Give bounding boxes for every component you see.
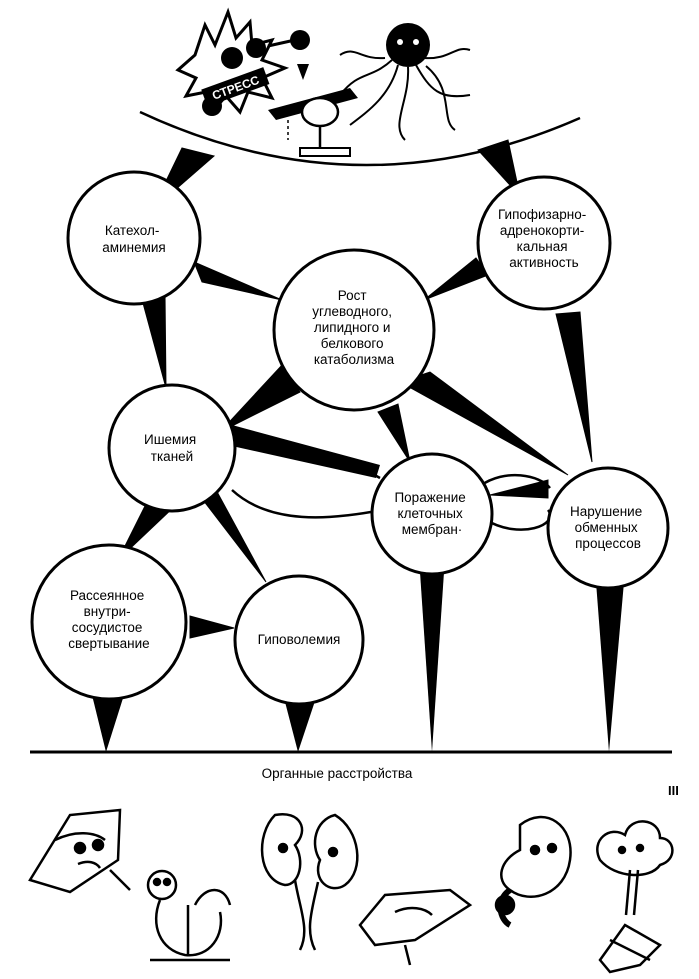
node-line: Нарушение [570,504,642,519]
node-line: Ишемия [144,432,196,447]
baseline-wedges [92,572,624,752]
svg-text:Рассеянное внутри-: Рассеянное внутри- сосудистое свертывани… [68,588,149,651]
node-catecholaminemia: Катехол- аминемия [66,170,202,306]
node-line: Катехол- [105,223,160,238]
stomach-icon [494,815,572,928]
node-line: свертывание [68,636,149,651]
node-membranes: Поражение клеточных мембран· [370,452,494,576]
stress-illustration: СТРЕСС [175,7,471,157]
node-metabolism: Нарушение обменных процессов [546,466,670,590]
node-line: обменных [575,520,638,535]
node-line: аминемия [102,240,165,255]
node-line: адренокорти- [500,223,584,238]
octopus-icon [386,23,430,67]
node-hypovolemia: Гиповолемия [233,574,365,706]
node-line: внутри- [84,604,131,619]
brain-icon [28,808,131,894]
page-mark: III [668,783,679,798]
svg-text:Ишемия тканей: Ишемия тканей [144,432,200,464]
svg-text:Гипофизарно- адренокорти: Гипофизарно- адренокорти- кальная активн… [498,207,590,270]
svg-text:Гиповолемия: Гиповолемия [258,632,341,647]
node-line: процессов [575,536,641,551]
organ-cartoons [28,808,674,974]
node-line: Рост [338,288,367,303]
node-pituitary: Гипофизарно- адренокорти- кальная активн… [476,175,612,311]
node-line: клеточных [398,506,463,521]
rack-figure [268,88,358,157]
kidneys-icon [260,812,359,951]
node-line: Гиповолемия [258,632,341,647]
node-dic: Рассеянное внутри- сосудистое свертывани… [30,543,188,701]
node-line: Гипофизарно- [498,207,586,222]
lungs-icon [596,820,674,974]
node-ischemia: Ишемия тканей [107,383,237,513]
connectors [117,139,593,639]
node-line: катаболизма [314,352,395,367]
stress-arc [139,110,581,167]
node-line: липидного и [314,320,391,335]
node-line: углеводного, [312,304,392,319]
node-line: сосудистое [72,620,143,635]
svg-text:Поражение клеточных: Поражение клеточных мембран· [394,490,469,537]
svg-text:Катехол- аминемия: Катехол- аминемия [102,223,165,255]
node-line: Рассеянное [70,588,144,603]
node-catabolism: Рост углеводного, липидного и белкового … [272,248,436,412]
node-line: Поражение [394,490,465,505]
svg-text:Рост углеводного,: Рост углеводного, липидного и белкового … [312,288,396,367]
node-line: мембран· [402,522,463,537]
node-line: кальная [517,239,568,254]
node-line: белкового [321,336,384,351]
heart-icon [146,869,232,962]
liver-icon [358,888,473,966]
svg-text:Нарушение обменных: Нарушение обменных процессов [570,504,646,551]
node-line: активность [509,255,578,270]
organ-disorders-label: Органные расстройства [262,766,413,781]
node-line: тканей [151,449,193,464]
